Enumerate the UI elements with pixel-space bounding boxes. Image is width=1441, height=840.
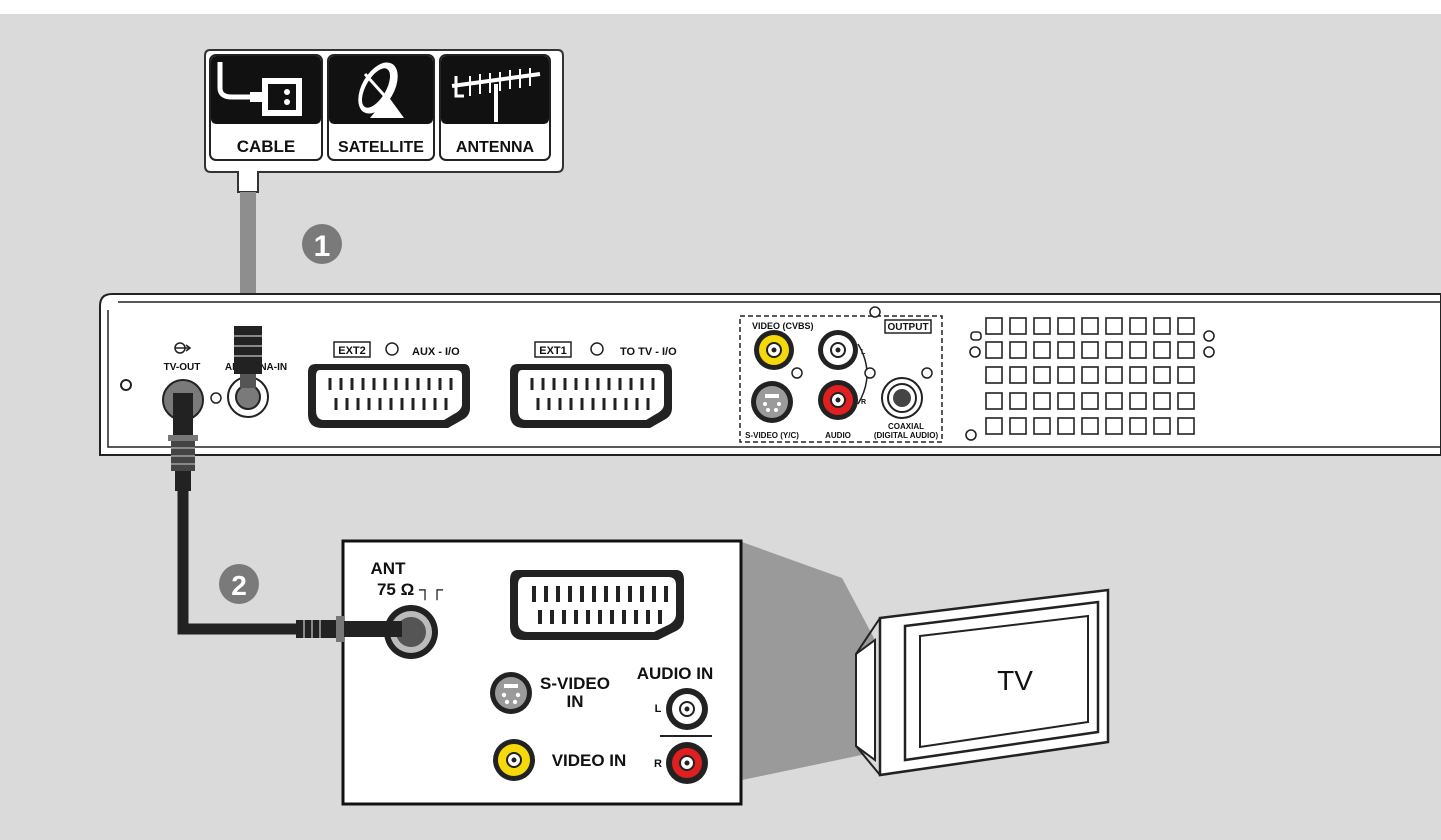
ext1-label: EXT1 [539, 345, 567, 357]
ext2-label: EXT2 [338, 345, 366, 357]
step-1-badge: 1 [302, 224, 342, 264]
ext2-indicator [385, 342, 399, 356]
antenna-tile: ANTENNA [439, 54, 551, 161]
cable-label: CABLE [237, 137, 296, 156]
screw-hole [869, 306, 881, 318]
ext1-scart-connector [510, 364, 672, 428]
audio-in-right-mark: R [654, 758, 662, 770]
screw-hole [120, 379, 132, 391]
tv-s-video-jack [490, 672, 532, 714]
aux-io-label: AUX - I/O [412, 346, 460, 358]
step-2-number: 2 [231, 570, 247, 601]
audio-label: AUDIO [825, 431, 851, 440]
output-label-box [884, 319, 932, 334]
ext2-scart-connector [308, 364, 470, 428]
ventilation-grid [965, 317, 1215, 441]
output-section [739, 315, 943, 443]
s-video-jack [751, 381, 793, 423]
tv-audio-left-jack [666, 688, 708, 730]
ext2-label-box [333, 341, 371, 358]
video-in-label: VIDEO IN [552, 751, 627, 770]
tv-out-icon [174, 342, 192, 354]
recorder-rear-panel: TV-OUT ANTENNA-IN EXT2 AUX - I/O EXT1 TO… [99, 293, 1441, 456]
tv-video-in-jack [493, 739, 535, 781]
zoom-cone [742, 542, 876, 780]
ant-label: ANT [371, 559, 407, 578]
cable-wall-outlet-icon [217, 62, 302, 116]
digital-audio-label: (DIGITAL AUDIO) [874, 431, 939, 440]
to-tv-io-label: TO TV - I/O [620, 346, 677, 358]
video-cvbs-label: VIDEO (CVBS) [752, 321, 814, 331]
ant-spec-label: 75 Ω ┐┌ [377, 580, 444, 600]
coaxial-label: COAXIAL [888, 422, 924, 431]
tv-input-panel: ANT 75 Ω ┐┌ S-VIDEO IN [341, 539, 743, 806]
screw-hole [210, 392, 222, 404]
audio-right-jack [818, 380, 858, 420]
step-2-badge: 2 [219, 564, 259, 604]
antenna-plug [234, 326, 262, 388]
screw-hole [921, 367, 933, 379]
step-1-number: 1 [314, 230, 331, 263]
s-video-in-label-line2: IN [567, 692, 584, 711]
s-video-yc-label: S-VIDEO (Y/C) [745, 431, 799, 440]
ext1-indicator [590, 342, 604, 356]
audio-right-mark: R [861, 399, 866, 406]
antenna-icon [451, 68, 541, 122]
audio-left-jack [818, 330, 858, 370]
satellite-label: SATELLITE [338, 139, 424, 156]
s-video-in-label-line1: S-VIDEO [540, 674, 610, 693]
tv-illustration: TV [855, 588, 1110, 777]
tv-out-label: TV-OUT [164, 362, 201, 373]
satellite-dish-icon [358, 62, 404, 118]
audio-in-label: AUDIO IN [637, 664, 714, 683]
coaxial-jack [881, 377, 923, 419]
video-cvbs-jack [754, 330, 794, 370]
ext1-label-box [534, 341, 572, 358]
signal-source-box: CABLE SATELLITE [204, 49, 564, 193]
tv-audio-right-jack [666, 742, 708, 784]
audio-left-mark: L [861, 349, 866, 356]
tv-scart-connector [510, 570, 684, 640]
antenna-label: ANTENNA [456, 139, 535, 156]
tv-label: TV [997, 665, 1033, 696]
satellite-tile: SATELLITE [327, 54, 435, 161]
screw-hole [791, 367, 803, 379]
audio-in-left-mark: L [655, 703, 662, 715]
cable-tile: CABLE [209, 54, 323, 161]
coax-cable [168, 393, 402, 642]
screw-hole [864, 367, 876, 379]
output-label: OUTPUT [887, 322, 928, 333]
